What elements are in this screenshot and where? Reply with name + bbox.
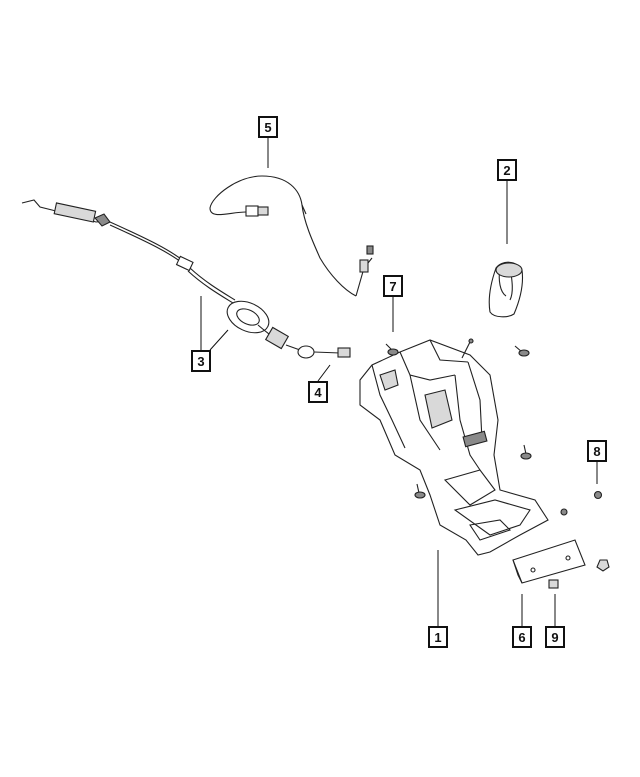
bracket-plate[interactable] bbox=[512, 539, 586, 584]
shifter-assembly[interactable] bbox=[359, 338, 549, 556]
shift-cable[interactable] bbox=[21, 199, 351, 359]
callout-7[interactable]: 7 bbox=[383, 275, 403, 297]
callout-2[interactable]: 2 bbox=[497, 159, 517, 181]
leader-lines bbox=[200, 137, 598, 626]
shift-knob[interactable] bbox=[488, 261, 524, 318]
wiring-harness[interactable] bbox=[209, 175, 374, 297]
callout-6[interactable]: 6 bbox=[512, 626, 532, 648]
callout-4[interactable]: 4 bbox=[308, 381, 328, 403]
callout-9[interactable]: 9 bbox=[545, 626, 565, 648]
callout-3[interactable]: 3 bbox=[191, 350, 211, 372]
fasteners[interactable] bbox=[385, 343, 610, 589]
callout-5[interactable]: 5 bbox=[258, 116, 278, 138]
callout-8[interactable]: 8 bbox=[587, 440, 607, 462]
callout-1[interactable]: 1 bbox=[428, 626, 448, 648]
